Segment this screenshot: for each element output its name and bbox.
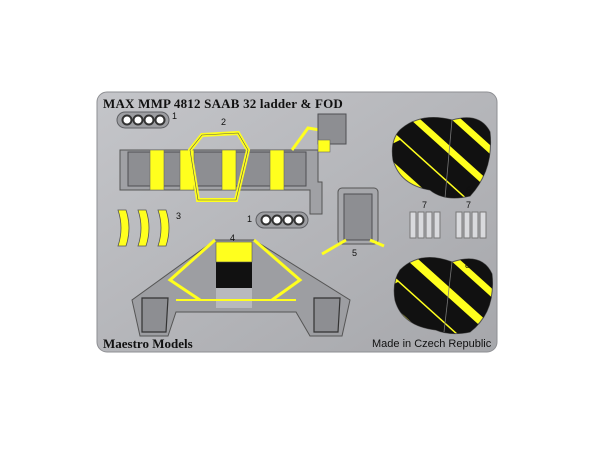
sheet-title: MAX MMP 4812 SAAB 32 ladder & FOD <box>103 96 343 111</box>
part-6-fod-cover <box>391 117 492 199</box>
part-1-washer-strip-middle <box>255 211 309 229</box>
part-3-hand-rails <box>117 209 170 247</box>
part-number-1-middle: 1 <box>247 214 253 224</box>
part-number-5: 5 <box>352 248 358 258</box>
part-number-8: 8 <box>465 260 471 270</box>
part-number-4: 4 <box>230 233 236 243</box>
part-number-6: 6 <box>466 185 472 195</box>
part-7-small-parts-right <box>455 211 487 239</box>
part-number-7-right: 7 <box>466 200 472 210</box>
manufacturer-label: Maestro Models <box>103 336 193 351</box>
origin-label: Made in Czech Republic <box>372 338 492 350</box>
part-7-small-parts-left <box>409 211 441 239</box>
part-number-1-top: 1 <box>172 111 178 121</box>
part-4-ladder-platform <box>131 238 351 337</box>
part-2-ladder-frame <box>119 113 347 215</box>
part-number-7-left: 7 <box>422 200 428 210</box>
part-number-3: 3 <box>176 211 182 221</box>
part-number-2: 2 <box>221 117 227 127</box>
part-5-step-plate <box>321 187 385 256</box>
part-1-washer-strip-top <box>116 111 170 129</box>
